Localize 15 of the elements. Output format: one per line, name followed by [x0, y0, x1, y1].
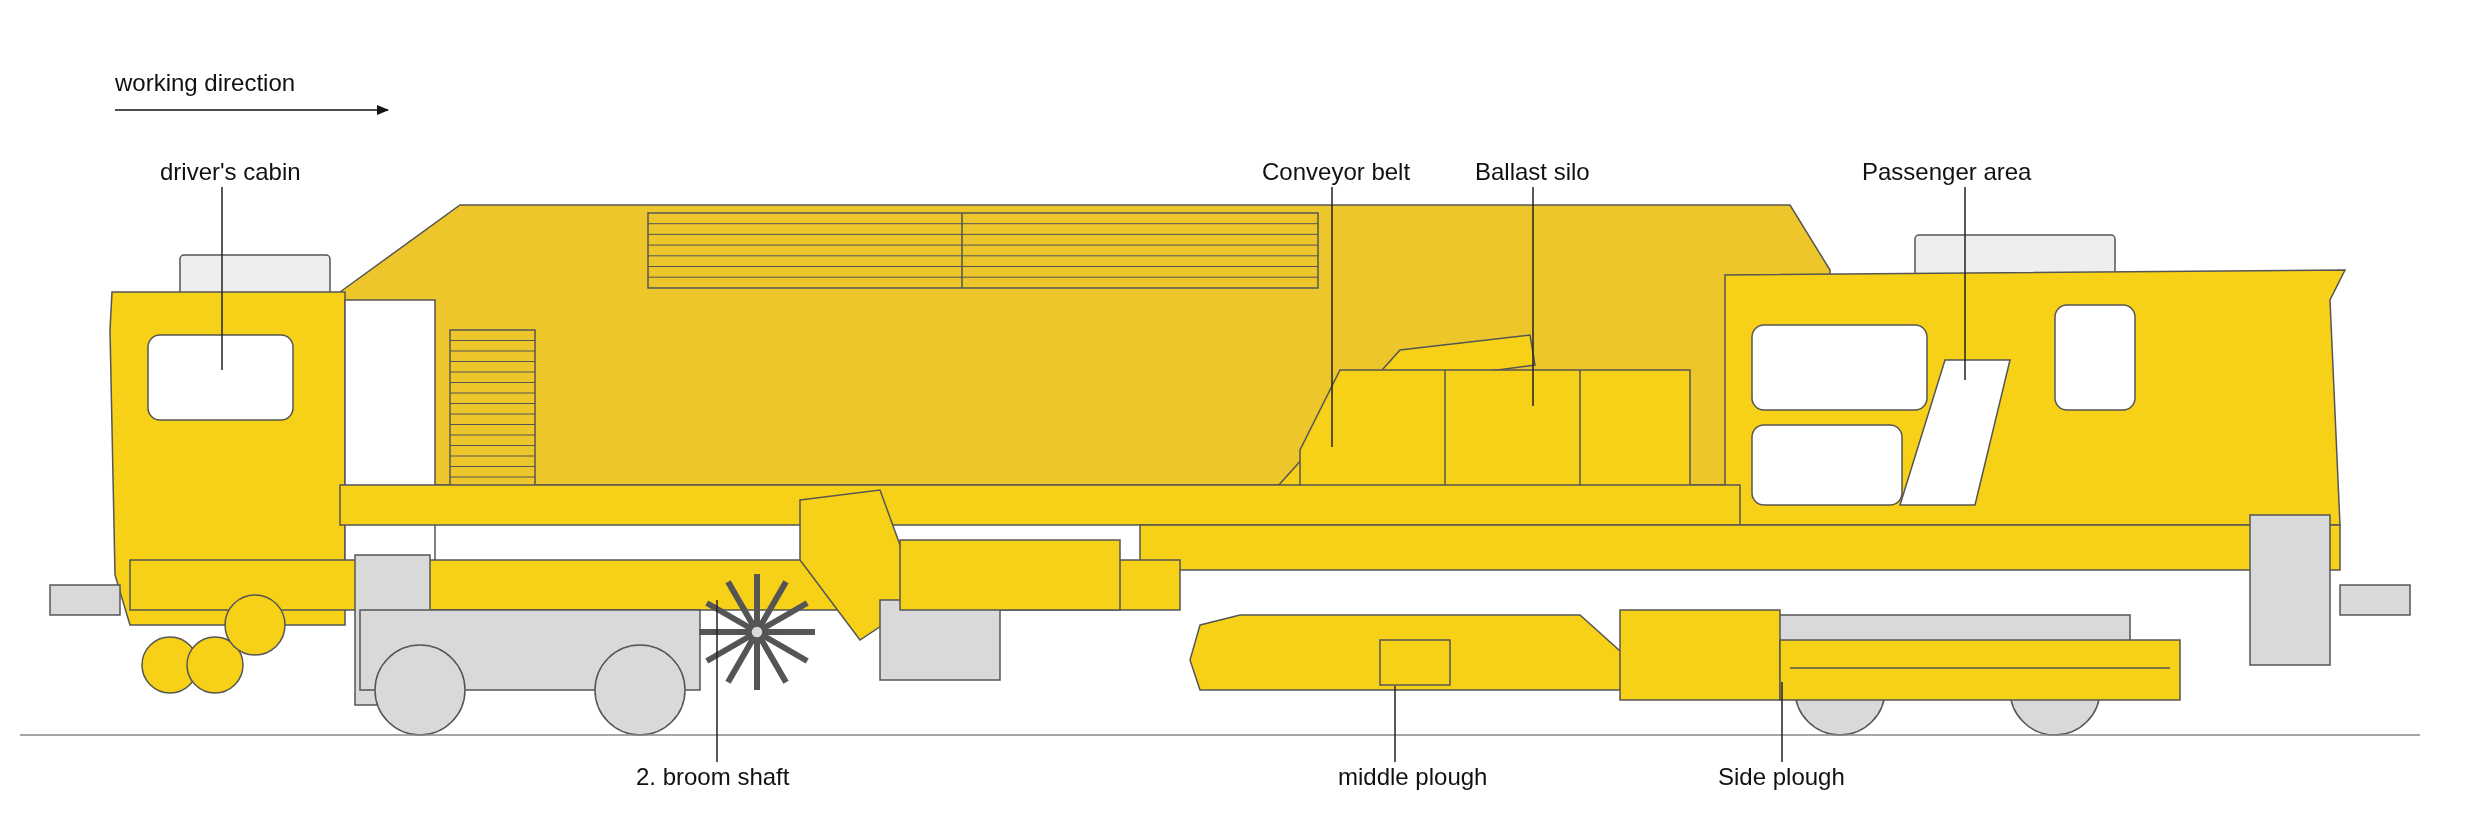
direction-label: working direction [115, 68, 296, 98]
part-label: Passenger area [1862, 157, 2032, 187]
leader-line [1331, 186, 1333, 448]
leader-line [221, 186, 223, 371]
leader-line [1532, 186, 1534, 407]
part-label: middle plough [1338, 762, 1488, 792]
part-label: 2. broom shaft [636, 762, 790, 792]
leader-line [716, 599, 718, 763]
part-label: Side plough [1718, 762, 1845, 792]
leader-line [1964, 186, 1966, 381]
leader-line [1394, 685, 1396, 763]
part-label: driver's cabin [160, 157, 301, 187]
part-label: Ballast silo [1475, 157, 1590, 187]
part-label: Conveyor belt [1262, 157, 1411, 187]
leader-line [1781, 681, 1783, 763]
